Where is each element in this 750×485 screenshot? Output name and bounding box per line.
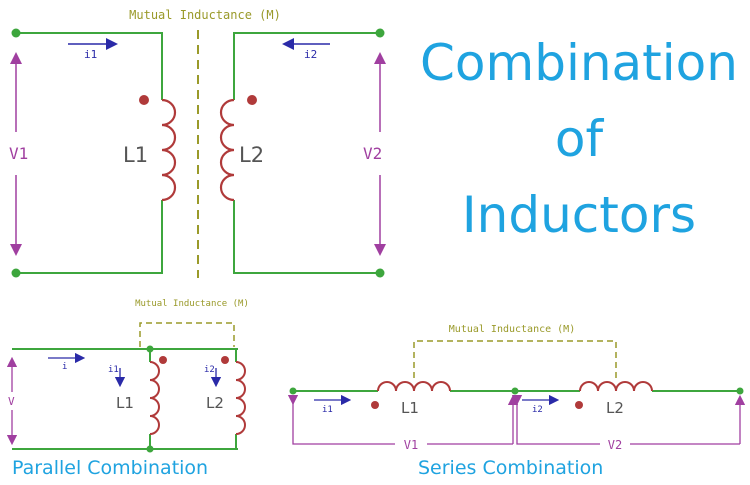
- top-circuit: Mutual Inductance (M) i1 i2 V1 V2 L1 L2: [9, 8, 386, 278]
- top-terminal: [11, 268, 21, 278]
- parallel-coil-l1: [149, 361, 160, 435]
- parallel-node: [146, 345, 154, 353]
- top-coil-l2: [219, 98, 235, 202]
- parallel-mutual-bracket: [139, 322, 235, 347]
- parallel-inductor1-label: L1: [116, 394, 134, 412]
- series-inductor2-label: L2: [606, 399, 624, 417]
- title-line-1: Combination: [420, 34, 738, 92]
- top-coil-l1: [161, 98, 177, 202]
- top-dot-l2: [247, 95, 257, 105]
- top-inductor1-label: L1: [123, 143, 148, 167]
- parallel-circuit: Mutual Inductance (M) i i1 i2 V L1 L2: [6, 299, 249, 453]
- parallel-caption: Parallel Combination: [12, 457, 209, 479]
- top-terminal: [11, 28, 21, 38]
- top-left-wire: [16, 32, 163, 100]
- series-voltage2-label: V2: [608, 438, 622, 452]
- series-mutual-bracket: [413, 340, 617, 378]
- series-v2-bracket: [511, 394, 600, 445]
- series-caption: Series Combination: [418, 457, 604, 479]
- parallel-dot-l2: [221, 356, 229, 364]
- top-current1-label: i1: [84, 48, 97, 61]
- series-dot-l1: [371, 401, 379, 409]
- title-line-3: Inductors: [461, 186, 697, 244]
- top-voltage1-label: V1: [9, 144, 28, 163]
- parallel-current2-label: i2: [204, 365, 215, 375]
- series-terminal: [736, 387, 744, 395]
- title-line-2: of: [554, 110, 604, 168]
- series-voltage1-label: V1: [404, 438, 418, 452]
- parallel-inductor2-label: L2: [206, 394, 224, 412]
- top-dot-l1: [139, 95, 149, 105]
- series-current1-label: i1: [322, 405, 333, 415]
- top-mutual-label: Mutual Inductance (M): [129, 8, 281, 22]
- series-dot-l2: [575, 401, 583, 409]
- series-current2-label: i2: [532, 405, 543, 415]
- parallel-current1-label: i1: [108, 365, 119, 375]
- parallel-mutual-label: Mutual Inductance (M): [135, 299, 249, 309]
- series-v1-bracket: [287, 394, 395, 445]
- parallel-coil-l2: [235, 361, 246, 435]
- series-circuit: Mutual Inductance (M) i1 i2 L1 L2 V1 V2: [287, 324, 746, 452]
- top-voltage2-label: V2: [363, 144, 382, 163]
- top-terminal: [375, 268, 385, 278]
- top-right-wire-bottom: [233, 200, 380, 274]
- parallel-current-label: i: [62, 362, 67, 372]
- series-mutual-label: Mutual Inductance (M): [449, 324, 575, 335]
- top-right-wire: [233, 32, 380, 100]
- top-inductor2-label: L2: [239, 143, 264, 167]
- series-node: [511, 387, 519, 395]
- parallel-voltage-label: V: [8, 395, 15, 408]
- series-coil-l1: [377, 381, 451, 392]
- top-terminal: [375, 28, 385, 38]
- top-left-wire-bottom: [16, 200, 163, 274]
- series-coil-l2: [579, 381, 653, 392]
- series-terminal: [289, 387, 297, 395]
- top-current2-label: i2: [304, 48, 317, 61]
- parallel-dot-l1: [159, 356, 167, 364]
- parallel-node: [146, 445, 154, 453]
- series-inductor1-label: L1: [401, 399, 419, 417]
